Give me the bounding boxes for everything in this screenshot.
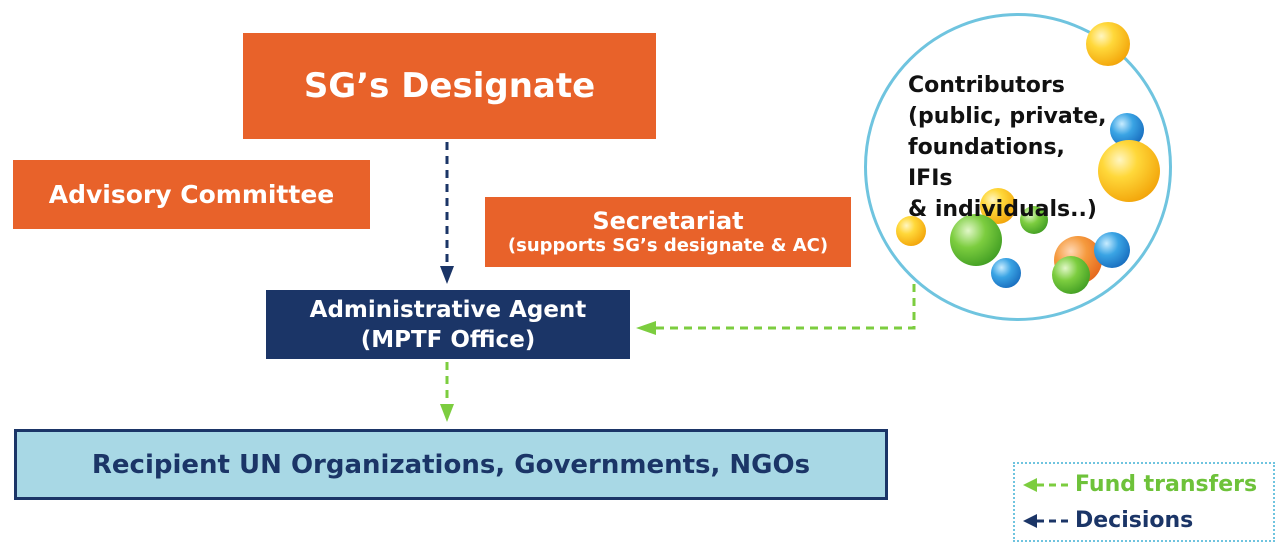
recipients-box: Recipient UN Organizations, Governments,…	[14, 429, 888, 500]
recipients-label: Recipient UN Organizations, Governments,…	[91, 449, 811, 480]
contributors-line3: foundations, IFIs	[908, 135, 1065, 191]
contributor-ball	[1094, 232, 1130, 268]
contributor-ball	[1086, 22, 1130, 66]
contributor-ball	[896, 216, 926, 246]
legend-decisions-label: Decisions	[1075, 508, 1194, 533]
contributor-ball	[1020, 206, 1048, 234]
legend-decisions: Decisions	[1023, 508, 1193, 533]
legend: Fund transfers Decisions	[1013, 462, 1275, 542]
contributors-line4: & individuals..)	[908, 197, 1097, 222]
contributor-ball	[1052, 256, 1090, 294]
fund-arrowhead-contributors	[636, 321, 656, 335]
contributors-label: Contributors (public, private, foundatio…	[908, 70, 1108, 225]
legend-fund-transfers-label: Fund transfers	[1075, 472, 1258, 497]
secretariat-title: Secretariat	[592, 207, 744, 235]
decision-arrow-icon	[1023, 513, 1069, 528]
contributor-ball	[950, 214, 1002, 266]
fund-arrow-line-contributors	[656, 284, 916, 330]
secretariat-box: Secretariat (supports SG’s designate & A…	[485, 197, 851, 267]
sg-designate-label: SG’s Designate	[303, 66, 596, 106]
legend-fund-transfers: Fund transfers	[1023, 472, 1257, 497]
administrative-agent-box: Administrative Agent (MPTF Office)	[266, 290, 630, 359]
decision-arrowhead	[440, 266, 454, 284]
advisory-committee-box: Advisory Committee	[13, 160, 370, 229]
administrative-agent-line1: Administrative Agent	[309, 296, 587, 323]
secretariat-subtitle: (supports SG’s designate & AC)	[507, 235, 829, 256]
contributors-line1: Contributors	[908, 73, 1065, 98]
sg-designate-box: SG’s Designate	[243, 33, 656, 139]
contributor-ball	[991, 258, 1021, 288]
administrative-agent-line2: (MPTF Office)	[360, 326, 536, 353]
contributors-line2: (public, private,	[908, 104, 1107, 129]
contributor-ball	[1098, 140, 1160, 202]
fund-arrowhead-recipients	[440, 404, 454, 422]
fund-transfer-arrow-icon	[1023, 477, 1069, 492]
advisory-committee-label: Advisory Committee	[48, 180, 335, 209]
